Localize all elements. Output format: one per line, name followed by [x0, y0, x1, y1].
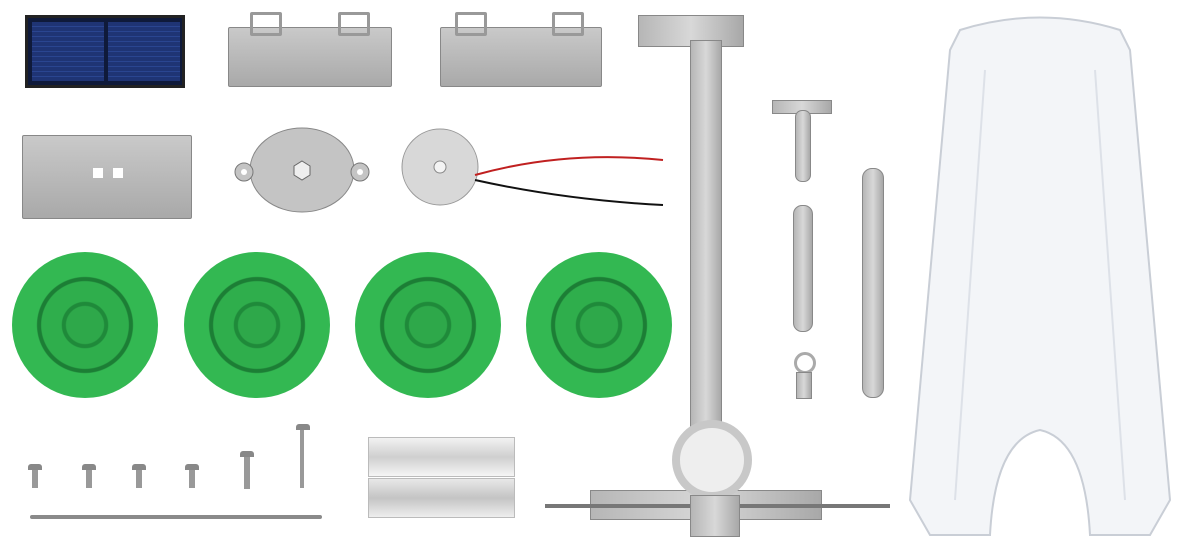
link-arm — [793, 205, 813, 332]
gray-plate — [228, 27, 392, 87]
solar-cell — [32, 22, 104, 81]
long-link-arm — [862, 168, 884, 398]
screw — [132, 464, 146, 488]
gear-housing — [672, 420, 752, 500]
mirror-plate — [368, 478, 515, 518]
long-bolt — [296, 424, 310, 488]
frame-column — [690, 40, 722, 442]
motor-mount-disc — [234, 127, 370, 213]
screw — [82, 464, 96, 488]
solar-cell — [108, 22, 180, 81]
screw — [185, 464, 199, 488]
bracket-hole — [93, 168, 103, 178]
bolt — [240, 451, 254, 489]
green-wheel — [184, 252, 330, 398]
link-arm — [795, 110, 811, 182]
ring-connector — [794, 352, 816, 374]
bracket-hole — [113, 168, 123, 178]
green-wheel — [355, 252, 501, 398]
white-shield — [908, 16, 1172, 536]
green-wheel — [12, 252, 158, 398]
motor-bracket — [22, 135, 192, 219]
plate-hook — [455, 12, 487, 36]
axle-rod — [30, 515, 322, 519]
housing-base — [690, 495, 740, 537]
mirror-plate — [368, 437, 515, 477]
screw — [28, 464, 42, 488]
plate-hook — [552, 12, 584, 36]
ring-stem — [796, 372, 812, 399]
plate-hook — [250, 12, 282, 36]
plate-hook — [338, 12, 370, 36]
solar-panel — [25, 15, 185, 88]
gray-plate — [440, 27, 602, 87]
green-wheel — [526, 252, 672, 398]
dc-motor — [401, 128, 664, 206]
